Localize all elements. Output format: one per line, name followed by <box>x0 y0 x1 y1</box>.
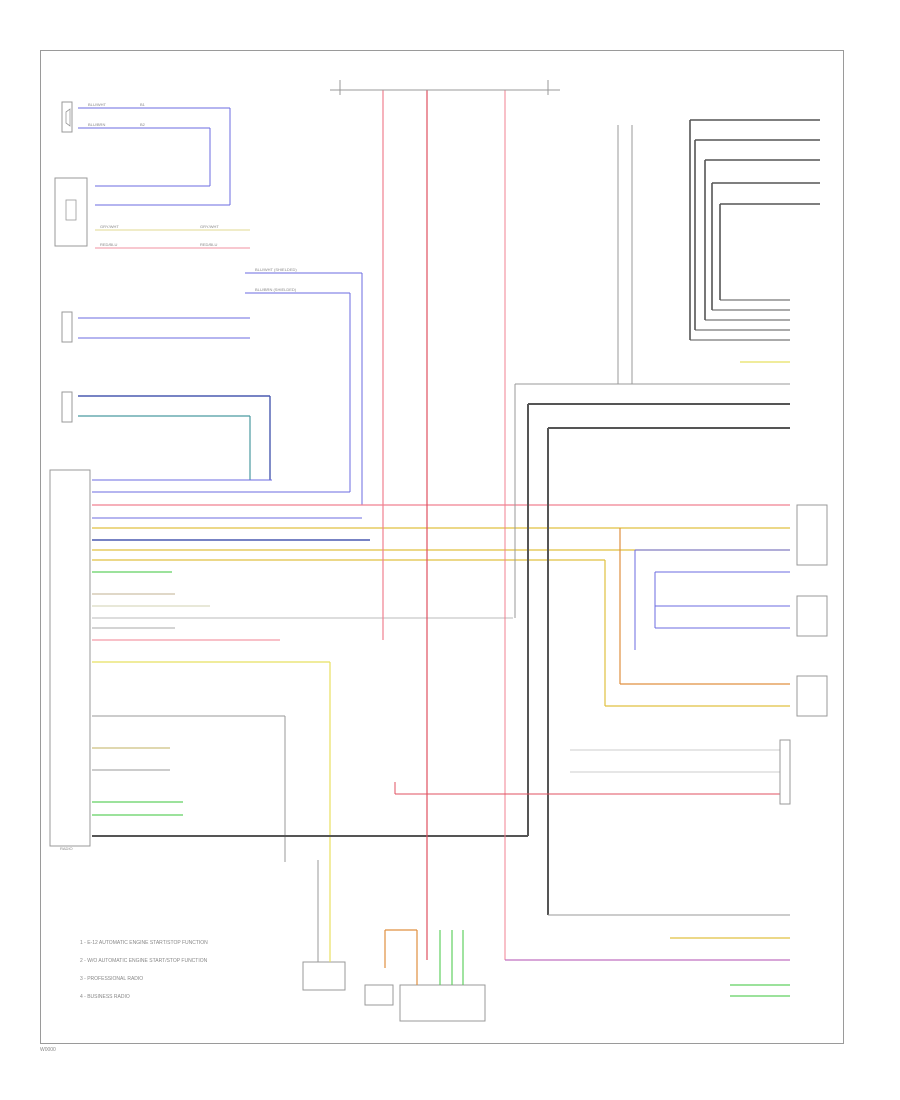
rmid-group: GRY/WHT GRY/WHT RED/BLU RED/BLU <box>54 177 250 249</box>
svg-text:RED/BLU: RED/BLU <box>100 242 117 247</box>
legend-item: 1 - E-12 AUTOMATIC ENGINE START/STOP FUN… <box>80 940 208 946</box>
svg-text:RED/BLU: RED/BLU <box>200 242 217 247</box>
diagram-frame <box>40 50 844 1044</box>
rfw-group: BLU/WHT BLU/BRN B1 B2 <box>61 101 231 206</box>
rear-connector <box>394 739 791 805</box>
antenna-bundle <box>514 119 820 916</box>
svg-text:BLU/WHT: BLU/WHT <box>88 102 107 107</box>
bottom-components <box>302 860 790 1022</box>
svg-text:RADIO: RADIO <box>60 846 73 851</box>
radio-box <box>49 469 91 847</box>
svg-text:BLU/BRN: BLU/BRN <box>88 122 105 127</box>
lfw-group <box>604 504 828 717</box>
legend: 1 - E-12 AUTOMATIC ENGINE START/STOP FUN… <box>80 940 300 1010</box>
svg-text:BLU/BRN (SHIELDED): BLU/BRN (SHIELDED) <box>255 287 297 292</box>
rft-group: BLU/WHT (SHIELDED) BLU/BRN (SHIELDED) <box>61 267 363 505</box>
svg-text:B1: B1 <box>140 102 146 107</box>
legend-item: 3 - PROFESSIONAL RADIO <box>80 976 144 982</box>
power-feeds <box>330 80 790 961</box>
rfw-speaker-icon <box>61 101 73 133</box>
page-code: W0000 <box>40 1047 56 1053</box>
svg-text:B2: B2 <box>140 122 146 127</box>
svg-text:GRY/WHT: GRY/WHT <box>100 224 119 229</box>
svg-text:BLU/WHT (SHIELDED): BLU/WHT (SHIELDED) <box>255 267 297 272</box>
svg-text:GRY/WHT: GRY/WHT <box>200 224 219 229</box>
legend-item: 4 - BUSINESS RADIO <box>80 994 130 1000</box>
rrt-group <box>61 391 271 480</box>
legend-item: 2 - W/O AUTOMATIC ENGINE START/STOP FUNC… <box>80 958 208 964</box>
radio-group: RADIO <box>49 469 790 862</box>
